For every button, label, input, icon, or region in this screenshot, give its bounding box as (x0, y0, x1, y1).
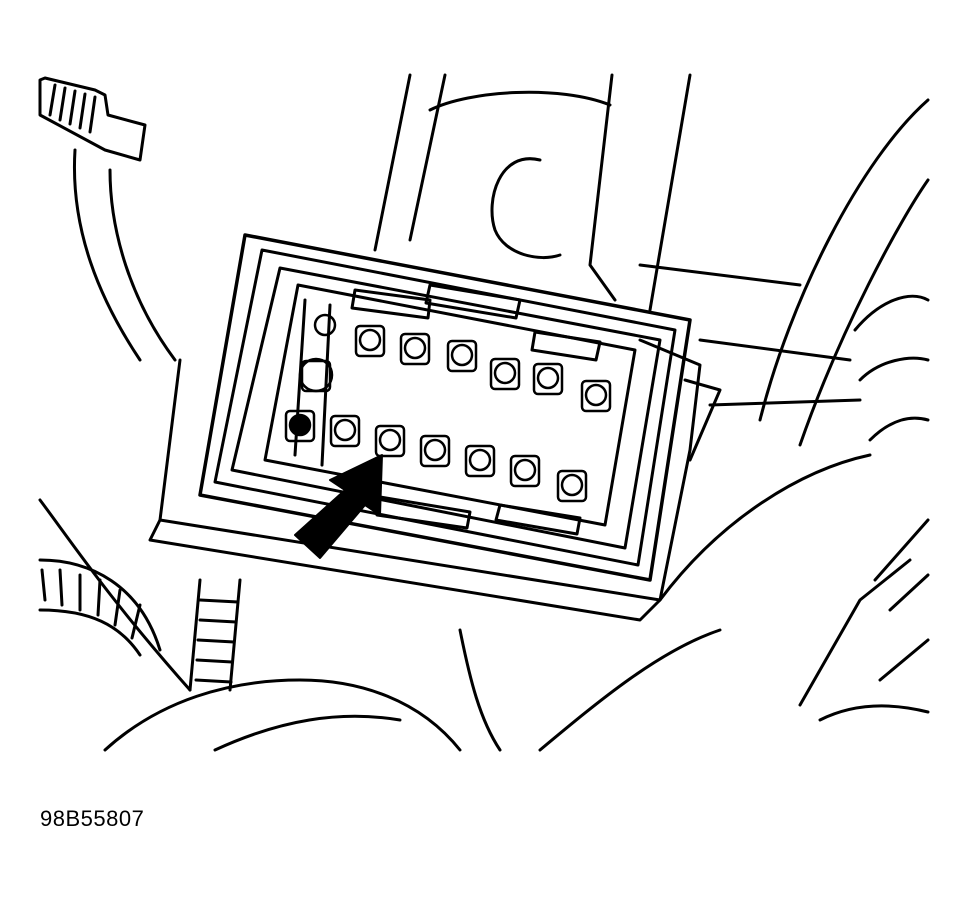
connector-bracket (148, 338, 722, 622)
pin-terminal (580, 379, 612, 413)
pin-terminal (489, 357, 521, 391)
pin-terminal (374, 424, 406, 458)
pin-terminal (556, 469, 588, 503)
pin-terminal (313, 313, 337, 337)
pin-terminal (329, 414, 361, 448)
connector-face (263, 283, 637, 536)
connector-housing (198, 233, 692, 582)
pin-terminal (446, 339, 478, 373)
pin-terminal (354, 324, 386, 358)
lower-hoses (103, 453, 930, 752)
background-structure (373, 73, 930, 447)
pin-terminal (284, 409, 316, 443)
pin-terminal (532, 362, 564, 396)
pin-terminal (509, 454, 541, 488)
pin-terminal (464, 444, 496, 478)
figure-caption: 98B55807 (40, 806, 145, 831)
pin-terminals (284, 313, 612, 503)
pin-terminal (298, 357, 334, 393)
hose-clamp (38, 76, 192, 692)
pin-terminal (419, 434, 451, 468)
pointer-arrow (294, 454, 383, 559)
pin-terminal (399, 332, 431, 366)
